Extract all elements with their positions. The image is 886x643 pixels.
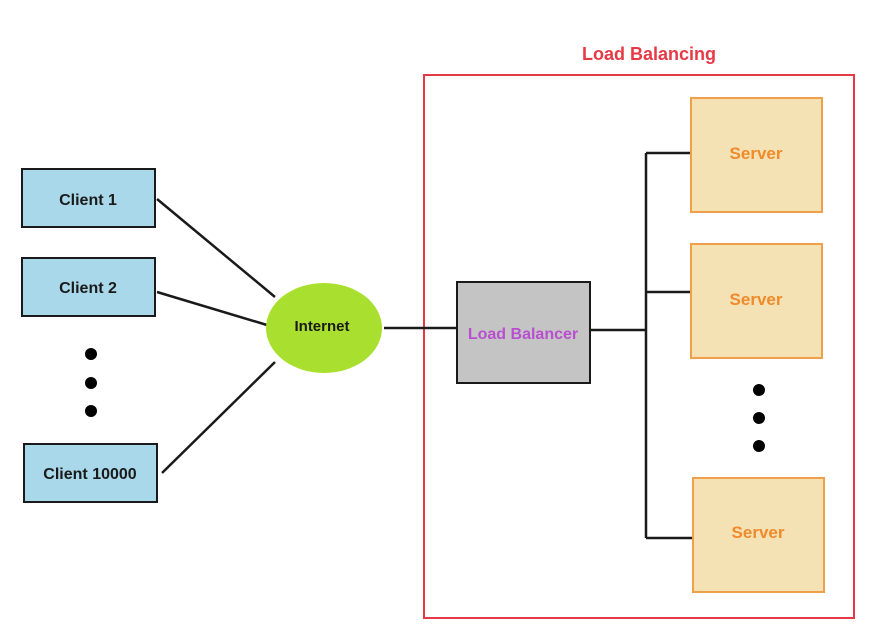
internet-ellipse: [266, 283, 382, 373]
server-label: Server: [730, 290, 783, 309]
server-label: Server: [732, 523, 785, 542]
client-box: [23, 443, 158, 503]
internet-node: Internet: [266, 283, 382, 373]
server-node: Server: [690, 97, 823, 213]
connector-client1-internet: [156, 198, 276, 298]
server-box: [692, 477, 825, 593]
load-balancing-title: Load Balancing: [582, 44, 716, 64]
client-node: Client 2: [21, 257, 156, 317]
client-label: Client 1: [59, 192, 117, 209]
client-label: Client 10000: [43, 466, 136, 483]
ellipsis-dot: [753, 440, 765, 452]
server-ellipsis: [753, 384, 765, 452]
internet-label: Internet: [294, 318, 349, 335]
ellipsis-dot: [85, 377, 97, 389]
connector-client2-internet: [156, 290, 268, 327]
client-connections: [156, 198, 276, 474]
ellipsis-dot: [85, 348, 97, 360]
client-box: [21, 257, 156, 317]
server-box: [690, 97, 823, 213]
ellipsis-dot: [85, 405, 97, 417]
connector-client10000-internet: [161, 361, 276, 474]
client-node: Client 1: [21, 168, 156, 228]
ellipsis-dot: [753, 384, 765, 396]
server-label: Server: [730, 144, 783, 163]
load-balancer-node: Load Balancer: [456, 281, 591, 384]
client-box: [21, 168, 156, 228]
server-box: [690, 243, 823, 359]
server-connections: [591, 151, 692, 540]
load-balancer-label: Load Balancer: [468, 326, 578, 343]
client-node: Client 10000: [23, 443, 158, 503]
client-ellipsis: [85, 348, 97, 417]
ellipsis-dot: [753, 412, 765, 424]
server-node: Server: [692, 477, 825, 593]
server-node: Server: [690, 243, 823, 359]
load-balancer-box: [456, 281, 591, 384]
client-label: Client 2: [59, 280, 117, 297]
load-balancing-region: [423, 74, 855, 619]
